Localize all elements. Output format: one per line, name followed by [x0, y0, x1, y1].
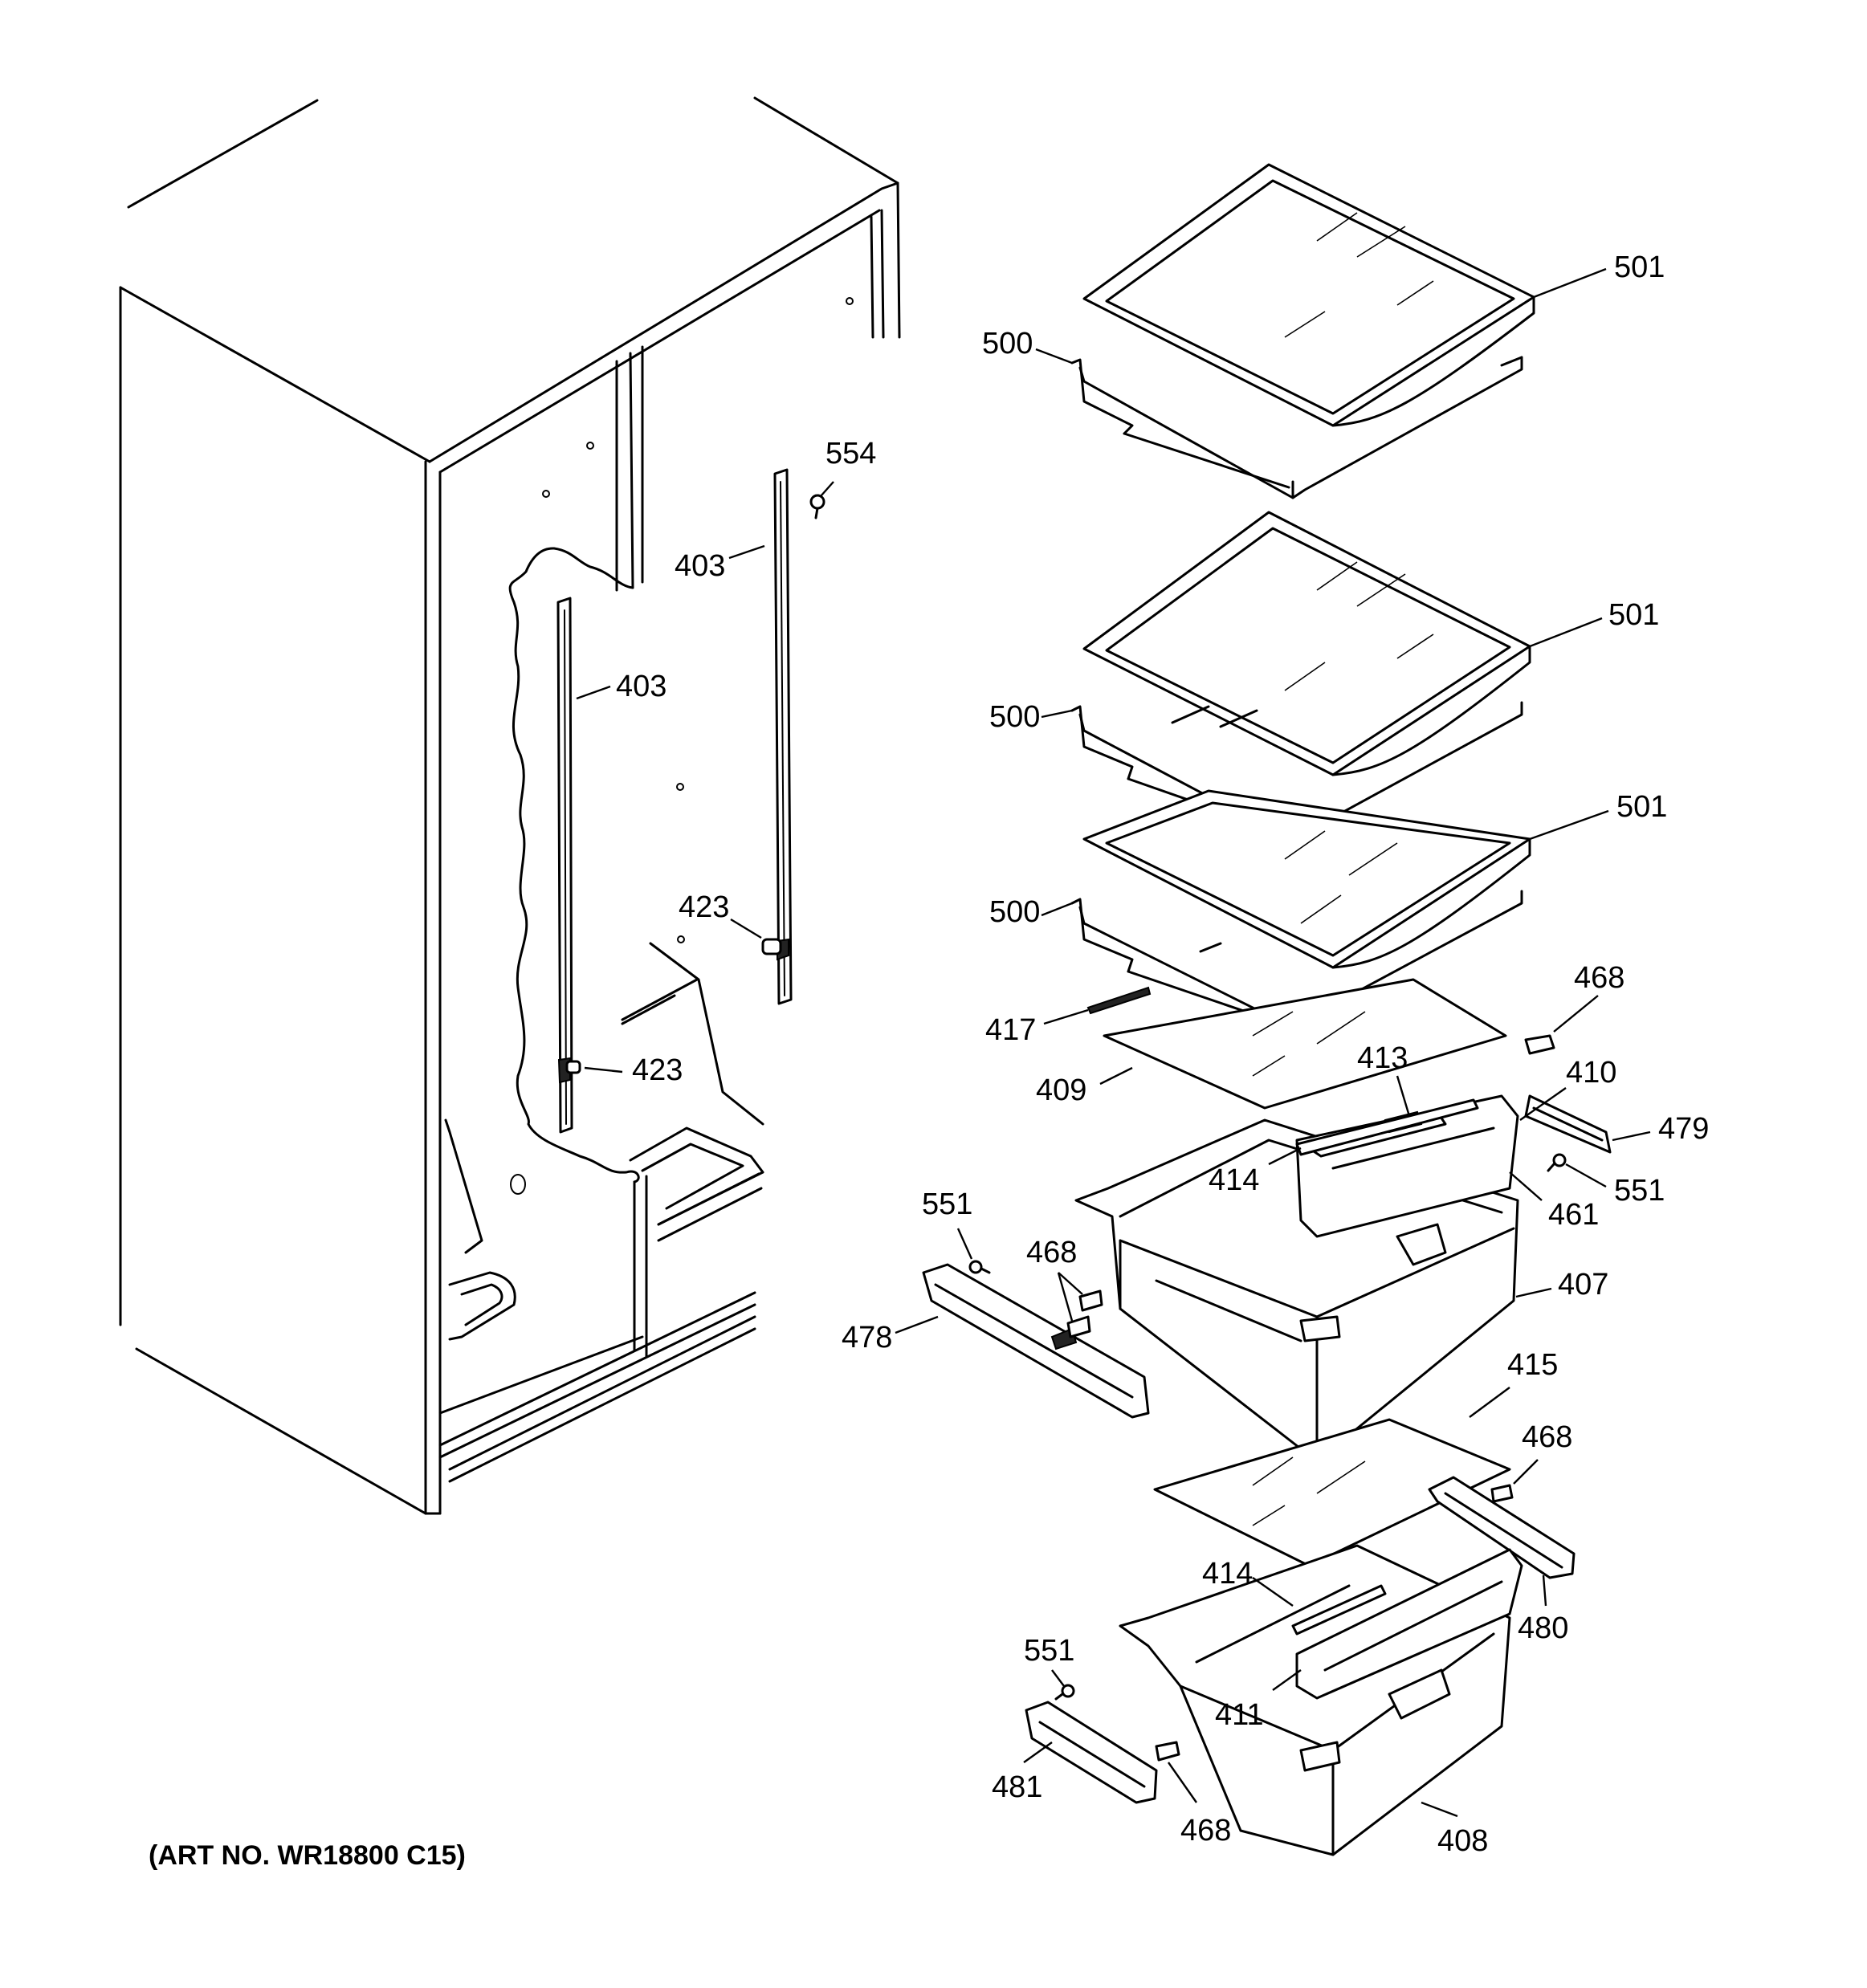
screw-554: [809, 494, 825, 519]
slide-rail-right-480: [1428, 1476, 1576, 1579]
callout-411: 411: [1215, 1698, 1264, 1732]
callout-408: 408: [1437, 1824, 1488, 1858]
callout-551-lower: 551: [1024, 1634, 1074, 1668]
divider-414-upper: [1295, 1098, 1479, 1156]
callout-501-middle: 501: [1608, 598, 1659, 632]
callout-551-right: 551: [1614, 1174, 1665, 1208]
refrigerator-cabinet: [119, 96, 901, 1515]
crisper-cover-glass-409: [1103, 978, 1507, 1110]
stop-468-left-pair: [1066, 1289, 1103, 1338]
callout-501-top: 501: [1614, 251, 1665, 284]
callout-labels: 501 500 501 500 501 500 554 403 403 423 …: [576, 251, 1709, 1858]
shelf-rail-right: [773, 468, 793, 1005]
callout-479: 479: [1658, 1112, 1709, 1146]
stop-468-lower-left: [1155, 1741, 1180, 1762]
bushing-423-upper: [761, 938, 782, 955]
shelf-rail-left: [556, 597, 573, 1134]
shelf-assembly-top: [1070, 163, 1535, 499]
drawer-408: [1119, 1544, 1523, 1856]
callout-414-lower: 414: [1202, 1557, 1253, 1591]
slide-rail-left-478: [922, 1263, 1150, 1419]
callout-468-left: 468: [1026, 1236, 1077, 1269]
callout-500-lower: 500: [989, 895, 1040, 929]
bushing-423-lower: [565, 1060, 581, 1074]
callout-461: 461: [1548, 1198, 1599, 1232]
callout-480: 480: [1518, 1611, 1568, 1645]
callout-407: 407: [1558, 1268, 1608, 1302]
slide-rail-left-481: [1025, 1701, 1158, 1804]
callout-500-top: 500: [982, 327, 1033, 361]
callout-554: 554: [825, 437, 876, 471]
art-number-caption: (ART NO. WR18800 C15): [149, 1840, 466, 1871]
stop-468-upper-right: [1524, 1034, 1555, 1055]
callout-415: 415: [1507, 1348, 1558, 1382]
drawer-cover-glass-415: [1153, 1418, 1511, 1567]
callout-403-left: 403: [616, 670, 666, 703]
callout-414-upper: 414: [1209, 1163, 1259, 1197]
callout-481: 481: [992, 1770, 1042, 1804]
callout-410: 410: [1566, 1056, 1616, 1090]
slide-rail-right-479: [1524, 1094, 1612, 1154]
callout-409: 409: [1036, 1073, 1086, 1107]
shelf-assembly-middle: [1070, 511, 1531, 841]
callout-423-upper: 423: [679, 890, 729, 924]
screw-551-lower: [1054, 1684, 1075, 1701]
callout-423-lower: 423: [632, 1053, 683, 1087]
callout-413: 413: [1357, 1041, 1408, 1075]
screw-551-right: [1547, 1153, 1567, 1172]
callout-417: 417: [985, 1013, 1036, 1047]
divider-414-lower: [1291, 1584, 1387, 1636]
callout-468-lower-right: 468: [1522, 1420, 1572, 1454]
callout-478: 478: [842, 1321, 892, 1355]
screw-551-left: [968, 1260, 991, 1274]
callout-403-right: 403: [675, 549, 725, 583]
stop-468-lower-right: [1490, 1484, 1514, 1503]
callout-468-upper-right: 468: [1574, 961, 1624, 995]
callout-468-lower-left: 468: [1180, 1814, 1231, 1847]
cover-support-417: [1086, 986, 1152, 1015]
callout-500-middle: 500: [989, 700, 1040, 734]
callout-501-lower: 501: [1616, 790, 1667, 824]
shelf-assembly-lower: [1070, 789, 1531, 1029]
callout-551-left: 551: [922, 1188, 972, 1221]
